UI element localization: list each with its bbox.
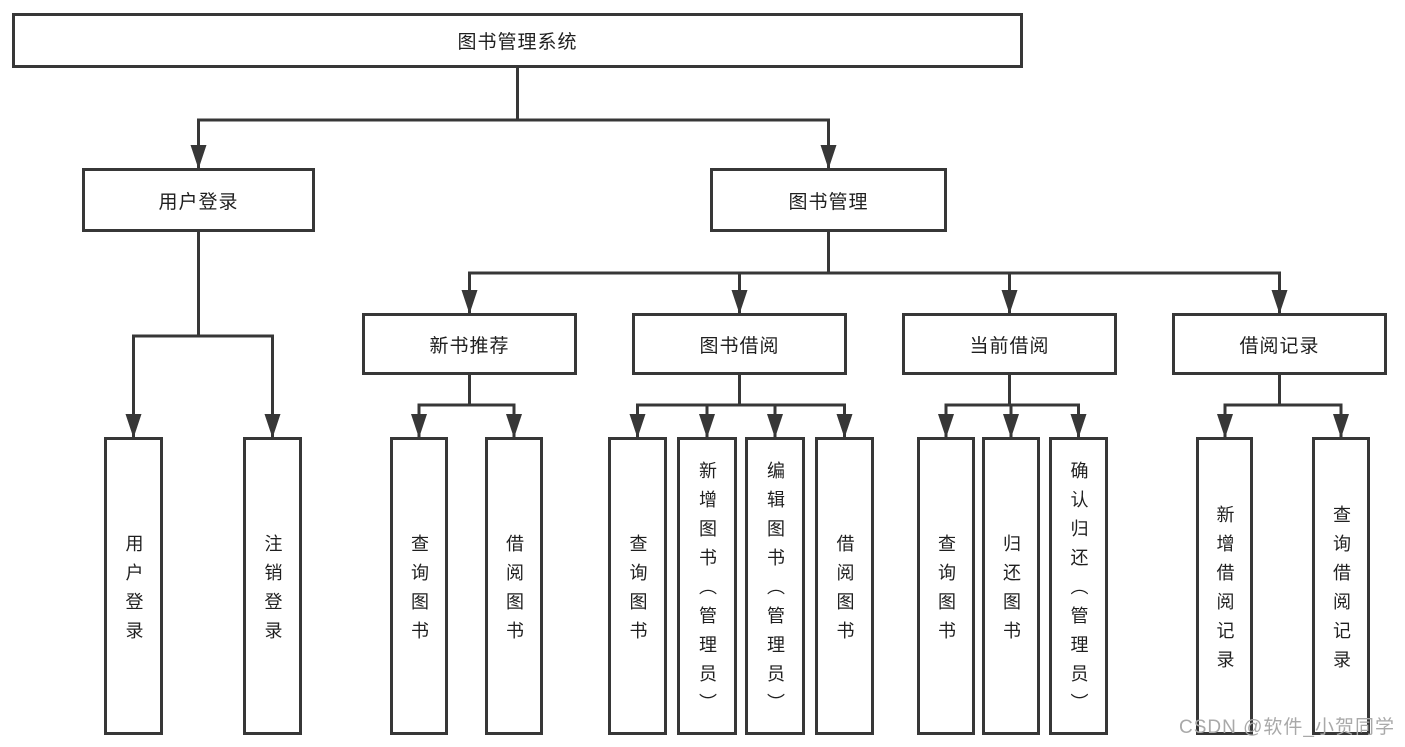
node-label: 查询借阅记录 — [1331, 504, 1351, 679]
node-user-login: 用户登录 — [82, 168, 315, 232]
leaf-return-book: 归还图书 — [982, 437, 1040, 735]
node-library-management-system: 图书管理系统 — [12, 13, 1023, 68]
leaf-borrowing-borrow-book: 借阅图书 — [815, 437, 874, 735]
node-label: 确认归还（管理员） — [1068, 461, 1089, 722]
node-label: 查询图书 — [627, 533, 648, 650]
node-label: 新增图书（管理员） — [697, 461, 717, 722]
node-label: 借阅图书 — [834, 533, 855, 650]
node-label: 归还图书 — [1001, 533, 1021, 650]
leaf-user-login: 用户登录 — [104, 437, 163, 735]
leaf-current-query-book: 查询图书 — [917, 437, 975, 735]
leaf-add-book-admin: 新增图书（管理员） — [677, 437, 737, 735]
csdn-watermark: CSDN @软件_小贺同学 — [1179, 717, 1395, 738]
node-label: 查询图书 — [409, 533, 429, 650]
node-label: 当前借阅 — [969, 335, 1050, 357]
leaf-recommend-borrow-book: 借阅图书 — [485, 437, 543, 735]
node-label: 用户登录 — [123, 533, 144, 650]
leaf-recommend-query-book: 查询图书 — [390, 437, 448, 735]
leaf-borrowing-query-book: 查询图书 — [608, 437, 667, 735]
leaf-edit-book-admin: 编辑图书（管理员） — [745, 437, 805, 735]
node-current-borrowing: 当前借阅 — [902, 313, 1117, 375]
node-label: 编辑图书（管理员） — [765, 461, 785, 722]
node-label: 图书借阅 — [699, 335, 780, 357]
node-label: 查询图书 — [936, 533, 956, 650]
node-label: 借阅图书 — [504, 533, 524, 650]
node-label: 新书推荐 — [429, 335, 510, 357]
node-new-book-recommend: 新书推荐 — [362, 313, 577, 375]
leaf-logout: 注销登录 — [243, 437, 302, 735]
leaf-add-borrow-record: 新增借阅记录 — [1196, 437, 1253, 735]
node-book-borrowing: 图书借阅 — [632, 313, 847, 375]
node-book-management: 图书管理 — [710, 168, 947, 232]
node-label: 借阅记录 — [1239, 335, 1320, 357]
node-label: 用户登录 — [158, 191, 239, 213]
node-label: 图书管理 — [788, 191, 869, 213]
node-label: 注销登录 — [262, 533, 283, 650]
leaf-query-borrow-record: 查询借阅记录 — [1312, 437, 1370, 735]
node-borrowing-records: 借阅记录 — [1172, 313, 1387, 375]
node-label: 新增借阅记录 — [1214, 504, 1235, 679]
node-label: 图书管理系统 — [457, 32, 578, 53]
leaf-confirm-return-admin: 确认归还（管理员） — [1049, 437, 1108, 735]
